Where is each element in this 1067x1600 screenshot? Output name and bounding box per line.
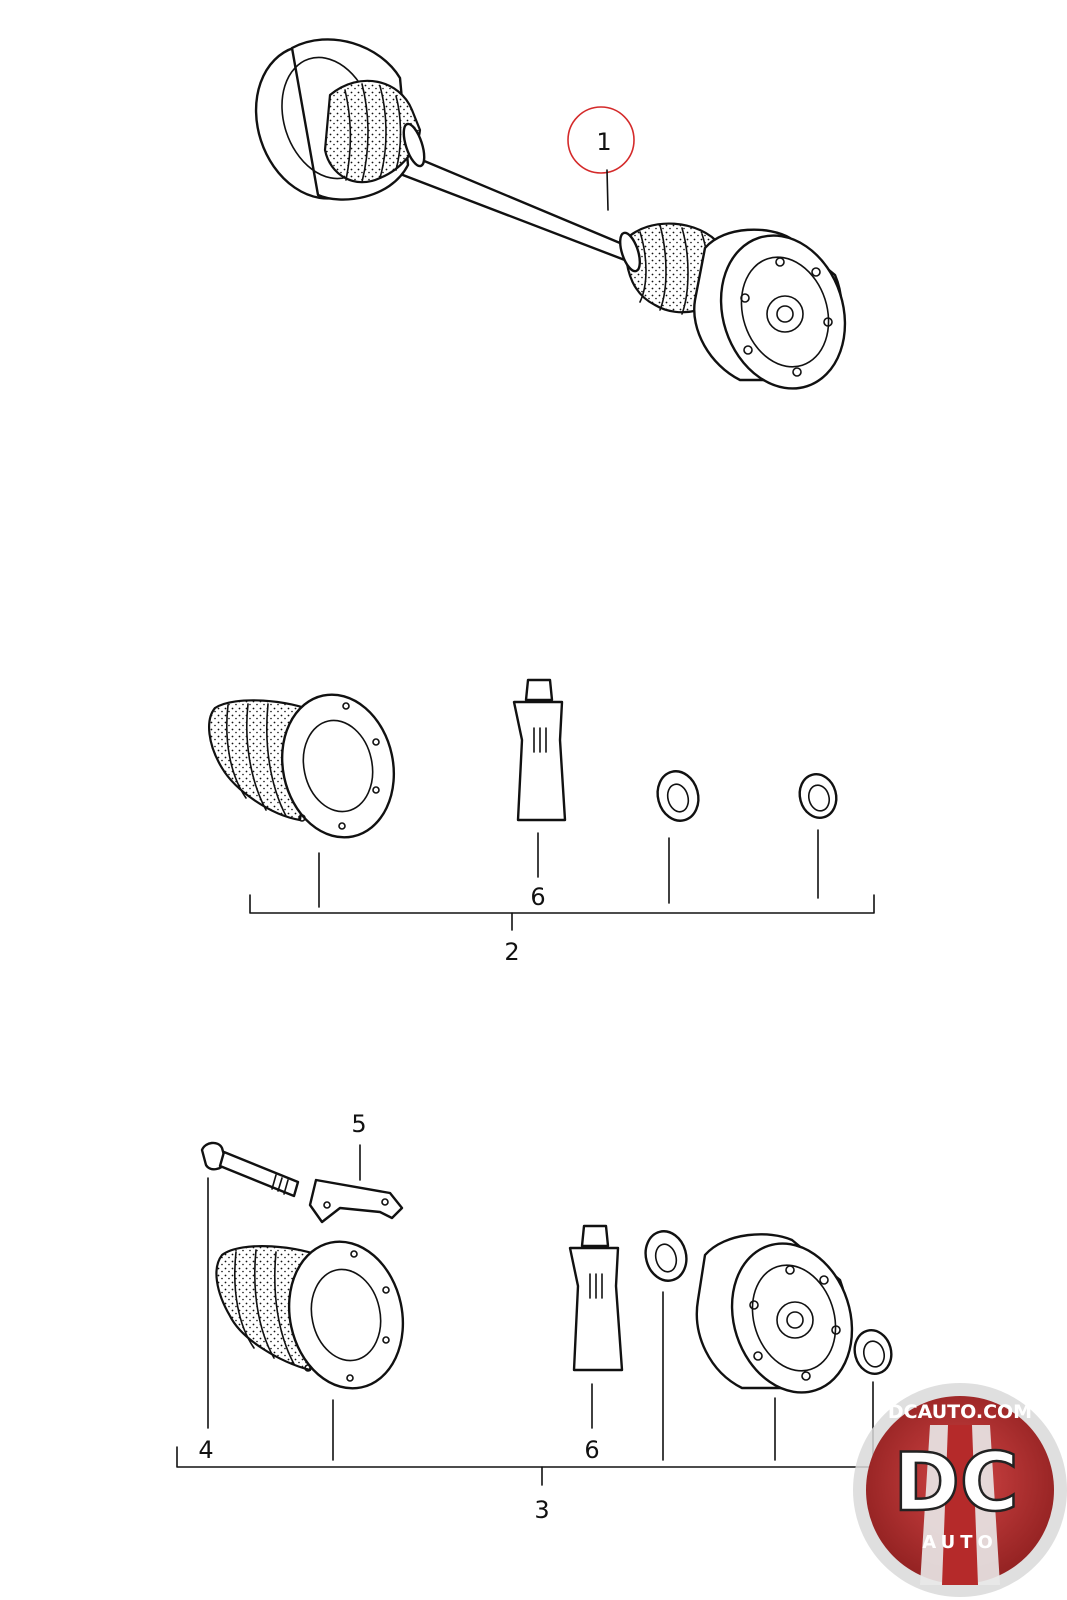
callout-6-lower[interactable]: 6 xyxy=(584,1436,599,1464)
grease-tube-upper xyxy=(512,678,567,822)
joint-nut-lower xyxy=(644,1230,688,1282)
bolt xyxy=(200,1141,300,1198)
watermark-top-text: DCAUTO.COM xyxy=(888,1401,1032,1423)
circlip-lower xyxy=(853,1329,893,1375)
callout-3-label: 3 xyxy=(534,1496,549,1524)
watermark-bottom-text: AUTO xyxy=(922,1532,998,1553)
lock-plate xyxy=(308,1178,404,1224)
callout-6-lower-label: 6 xyxy=(584,1436,599,1464)
boot-with-flange-lower xyxy=(215,1240,405,1390)
boot-with-flange-upper xyxy=(208,693,396,839)
callout-2-label: 2 xyxy=(504,938,519,966)
dcauto-watermark-logo: DCAUTO.COM DC AUTO xyxy=(853,1383,1067,1597)
cv-joint xyxy=(695,1233,854,1394)
callout-1-highlight-circle xyxy=(567,106,635,174)
callout-1-leader xyxy=(606,169,609,211)
callout-3[interactable]: 3 xyxy=(534,1496,549,1524)
callout-1[interactable]: 1 xyxy=(567,106,635,211)
watermark-logo-letters: DC xyxy=(893,1436,1018,1529)
callout-6-upper[interactable]: 6 xyxy=(530,883,545,911)
callout-2[interactable]: 2 xyxy=(504,938,519,966)
grease-tube-lower xyxy=(568,1224,624,1372)
callout-4[interactable]: 4 xyxy=(198,1436,213,1464)
drive-shaft-assembly xyxy=(254,38,847,390)
callout-1-label: 1 xyxy=(596,128,611,156)
callout-6-upper-label: 6 xyxy=(530,883,545,911)
repair-kit-3-parts xyxy=(200,1141,893,1394)
callout-5[interactable]: 5 xyxy=(351,1110,367,1181)
circlip-upper xyxy=(798,773,838,819)
callout-4-label: 4 xyxy=(198,1436,213,1464)
repair-kit-2-parts xyxy=(208,678,838,839)
callout-5-label: 5 xyxy=(351,1110,366,1138)
callout-2-bracket xyxy=(249,829,875,931)
joint-nut-upper xyxy=(656,770,700,822)
